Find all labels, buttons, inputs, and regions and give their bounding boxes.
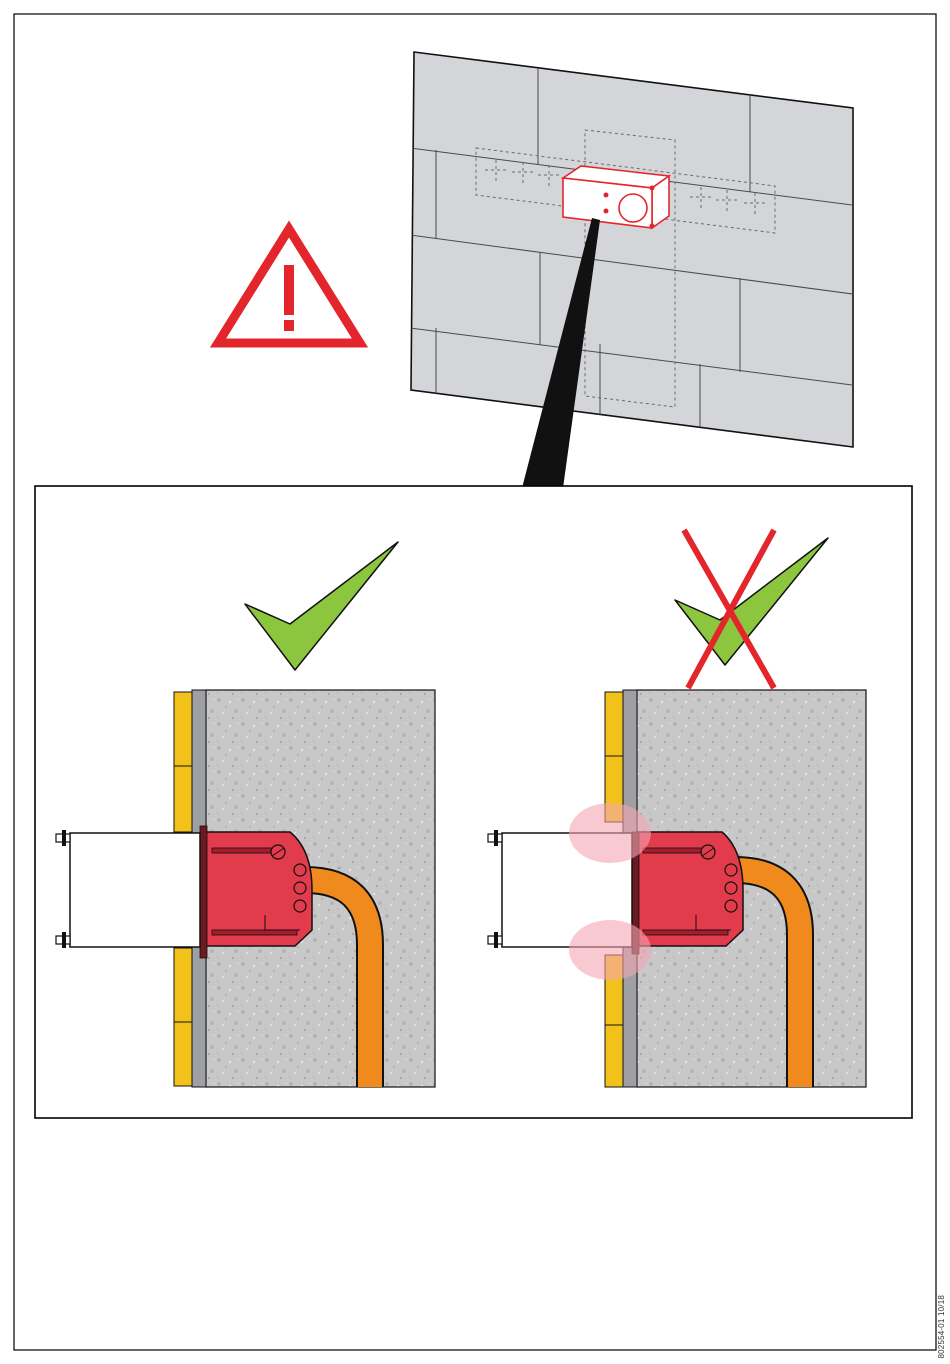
brick-wall — [410, 52, 860, 447]
gap-highlight-bottom — [569, 920, 651, 980]
flush-box — [200, 826, 312, 958]
socket-insert — [56, 830, 200, 948]
document-code: 802554-01 10/18 — [937, 1295, 946, 1359]
socket-box-highlight — [563, 166, 669, 229]
gap-highlight-top — [569, 803, 651, 863]
